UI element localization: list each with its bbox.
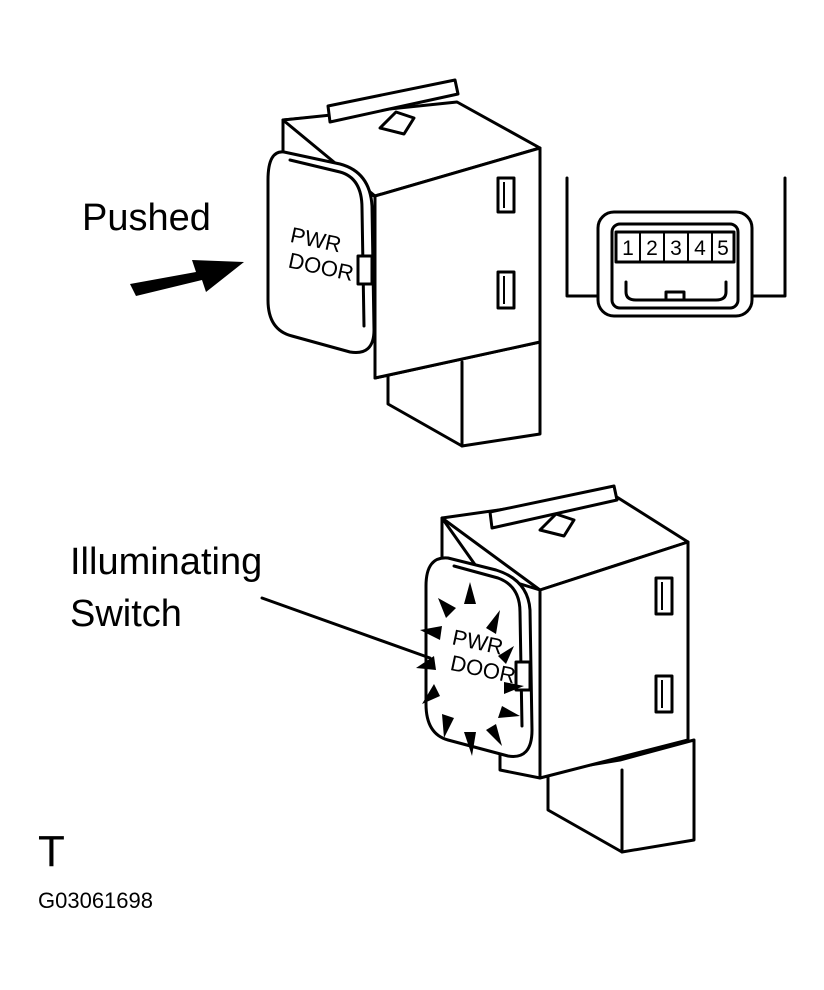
pin-5: 5 <box>717 237 729 260</box>
top-switch: PWR DOOR <box>266 78 542 448</box>
push-arrow-icon <box>130 260 244 296</box>
pin-2: 2 <box>646 237 658 260</box>
view-letter: T <box>38 827 65 876</box>
pin-3: 3 <box>670 237 682 260</box>
connector-diagram: 1 2 3 4 5 <box>565 176 787 318</box>
pushed-label: Pushed <box>82 197 211 239</box>
switch-label: Switch <box>70 593 182 635</box>
figure-code: G03061698 <box>38 888 153 913</box>
illuminating-label: Illuminating <box>70 541 262 583</box>
pin-4: 4 <box>694 237 706 260</box>
leader-line <box>260 596 432 660</box>
illumination-rays-icon <box>416 582 524 756</box>
bottom-switch: PWR DOOR <box>424 484 696 854</box>
pin-1: 1 <box>622 237 634 260</box>
